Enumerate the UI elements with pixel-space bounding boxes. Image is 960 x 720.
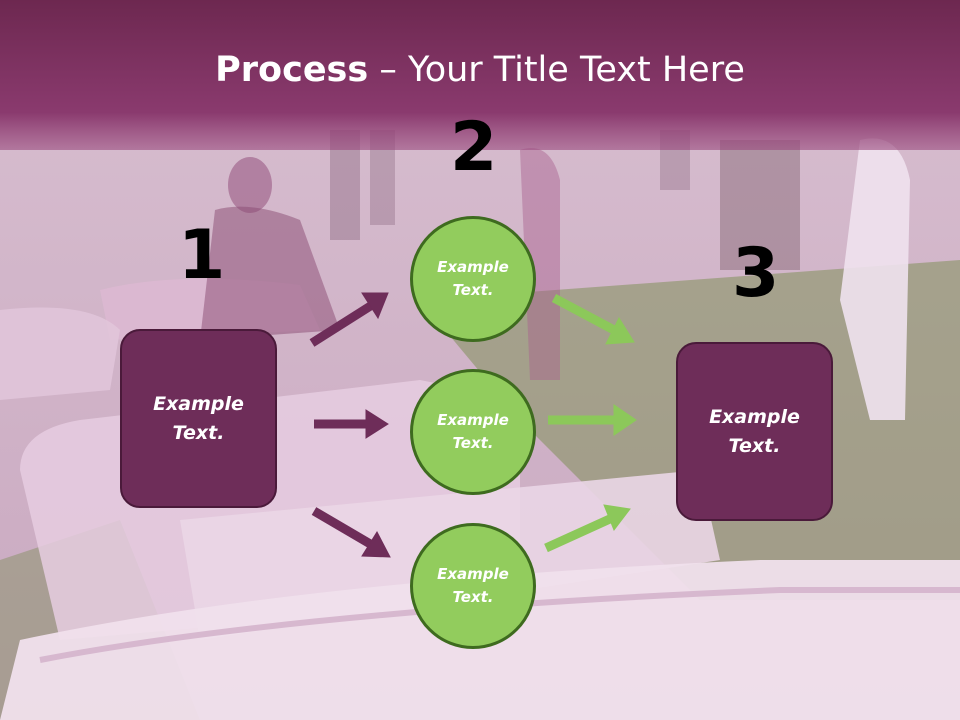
arrow-bottom-to-3 [544,504,631,553]
slide-title: Process – Your Title Text Here [0,50,960,90]
step-2-circle-middle: Example Text. [410,369,536,495]
arrow-top-to-3 [551,294,635,345]
arrow-1-to-bottom [311,507,391,558]
arrow-1-to-middle [314,409,389,439]
step-2-label-bottom: Example Text. [437,565,509,606]
step-3-label: Example Text. [709,405,800,457]
step-number-1: 1 [178,216,226,295]
title-rest: – Your Title Text Here [368,50,745,90]
title-bold: Process [215,50,369,90]
step-2-circle-bottom: Example Text. [410,523,536,649]
step-number-2: 2 [450,108,498,187]
step-2-label-middle: Example Text. [437,411,509,452]
step-3-box: Example Text. [676,342,833,521]
step-1-box: Example Text. [120,329,277,508]
step-2-circle-top: Example Text. [410,216,536,342]
step-number-3: 3 [732,234,780,313]
step-2-label-top: Example Text. [437,258,509,299]
step-1-label: Example Text. [153,392,244,444]
arrow-1-to-top [309,292,389,347]
arrow-middle-to-3 [548,404,637,436]
